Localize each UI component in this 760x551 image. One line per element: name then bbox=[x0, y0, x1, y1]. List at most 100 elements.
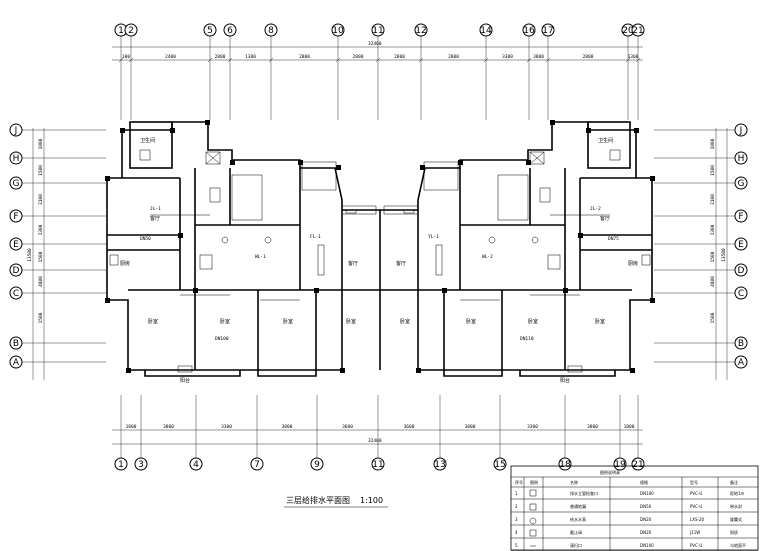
legend-cell: 旋翼式 bbox=[730, 516, 742, 522]
axis-label: 5 bbox=[207, 26, 213, 36]
axis-label: 12 bbox=[415, 26, 426, 36]
pipe-labels: JL-1 JL-2 WL-1 WL-2 FL-1 YL-1 DN50 DN75 … bbox=[140, 206, 619, 342]
room-label-balcony-1: 阳台 bbox=[180, 377, 190, 384]
side-dim-segment: 4800 bbox=[38, 276, 44, 287]
axis-marker-right-B: B bbox=[734, 336, 748, 350]
axis-marker-top-14: 14 bbox=[479, 23, 493, 37]
axis-marker-right-F: F bbox=[734, 209, 748, 223]
axis-label: 11 bbox=[372, 460, 383, 470]
axis-marker-bottom-9: 9 bbox=[310, 457, 324, 471]
column-block bbox=[336, 165, 341, 170]
legend-cell: DN20 bbox=[640, 530, 652, 535]
column-block bbox=[170, 128, 175, 133]
axis-marker-right-D: D bbox=[734, 263, 748, 277]
axis-marker-top-11: 11 bbox=[371, 23, 385, 37]
axis-marker-left-B: B bbox=[9, 336, 23, 350]
plumbing-fixtures bbox=[109, 149, 651, 373]
axis-label: 9 bbox=[314, 460, 320, 470]
top-dim-segment: 100 bbox=[122, 54, 130, 60]
axis-label: 3 bbox=[138, 460, 144, 470]
axis-label: 7 bbox=[254, 460, 260, 470]
axis-label: D bbox=[738, 266, 745, 276]
legend-cell: 4 bbox=[515, 530, 518, 535]
axis-marker-left-H: H bbox=[9, 151, 23, 165]
top-overall-dim: 32400 bbox=[368, 41, 382, 47]
axis-label: C bbox=[13, 289, 19, 299]
axis-marker-bottom-15: 15 bbox=[493, 457, 507, 471]
column-block bbox=[193, 288, 198, 293]
column-block bbox=[205, 120, 210, 125]
pipe-label: YL-1 bbox=[428, 234, 439, 240]
drawing-scale: 1:100 bbox=[360, 496, 383, 505]
top-dim-segment: 2400 bbox=[165, 54, 176, 60]
axis-label: J bbox=[14, 126, 18, 136]
top-dim-segment: 2800 bbox=[215, 54, 226, 60]
axis-label: F bbox=[738, 212, 743, 222]
room-labels: 客厅 客厅 卧室 卧室 卧室 卧室 卧室 卧室 卧室 卧室 客厅 客厅 卫生间 … bbox=[120, 137, 638, 384]
top-dim-segment: 2800 bbox=[583, 54, 594, 60]
column-block bbox=[650, 298, 655, 303]
side-dim-segment: 1800 bbox=[710, 138, 716, 149]
room-label-bath-1: 卫生间 bbox=[140, 137, 155, 144]
floor-drain-symbol-icon bbox=[529, 503, 537, 511]
top-dim-segment: 2800 bbox=[299, 54, 310, 60]
legend-header-cell: 名称 bbox=[570, 479, 578, 485]
column-block bbox=[634, 128, 639, 133]
checkport-symbol-icon bbox=[529, 489, 537, 497]
side-dim-segment: 2100 bbox=[38, 194, 44, 205]
column-block bbox=[458, 160, 463, 165]
axis-marker-right-G: G bbox=[734, 176, 748, 190]
side-dim-segment: 1300 bbox=[710, 224, 716, 235]
legend-cell: J11W bbox=[689, 530, 700, 535]
axis-label: F bbox=[13, 212, 18, 222]
column-block bbox=[650, 176, 655, 181]
legend-cell: DN100 bbox=[640, 491, 654, 496]
axis-label: H bbox=[13, 154, 20, 164]
axis-label: A bbox=[13, 358, 20, 368]
axis-label: G bbox=[738, 179, 745, 189]
axis-marker-right-E: E bbox=[734, 237, 748, 251]
drawing-title-text: 三层给排水平面图 bbox=[286, 495, 350, 505]
legend-cell: 距地1m bbox=[730, 490, 745, 496]
room-label-bed-5: 卧室 bbox=[400, 318, 410, 325]
top-dim-segment: 2800 bbox=[394, 54, 405, 60]
axis-marker-top-8: 8 bbox=[264, 23, 278, 37]
axis-label: 2 bbox=[128, 26, 134, 36]
axis-marker-right-A: A bbox=[734, 355, 748, 369]
room-label-living-mid-2: 客厅 bbox=[396, 260, 406, 267]
axis-label: 8 bbox=[268, 26, 274, 36]
axis-marker-bottom-11: 11 bbox=[371, 457, 385, 471]
pipe-label: JL-2 bbox=[590, 206, 601, 212]
pipe-label: DN75 bbox=[608, 236, 619, 242]
axis-marker-top-16: 16 bbox=[522, 23, 536, 37]
building-walls bbox=[106, 121, 653, 377]
legend-cell: DN100 bbox=[640, 543, 654, 548]
side-dim-segment: 1500 bbox=[710, 312, 716, 323]
pipe-label: WL-1 bbox=[255, 254, 266, 260]
legend-cell: PVC-U bbox=[690, 504, 702, 509]
axis-label: 20 bbox=[622, 26, 634, 36]
bottom-dim-segment: 3800 bbox=[465, 424, 476, 430]
side-overall-dim: 13500 bbox=[721, 248, 727, 262]
bottom-dim-segment: 3800 bbox=[587, 424, 598, 430]
axis-marker-left-E: E bbox=[9, 237, 23, 251]
axis-label: G bbox=[13, 179, 20, 189]
side-dim-segment: 4800 bbox=[710, 276, 716, 287]
structural-columns bbox=[105, 120, 655, 373]
room-label-living-right: 客厅 bbox=[600, 215, 610, 222]
valve-symbol-icon bbox=[529, 529, 537, 537]
bottom-dim-segment: 3600 bbox=[342, 424, 353, 430]
bottom-dim-segment: 1800 bbox=[126, 424, 137, 430]
axis-label: C bbox=[738, 289, 744, 299]
room-label-bed-3: 卧室 bbox=[283, 318, 293, 325]
room-label-bed-7: 卧室 bbox=[528, 318, 538, 325]
column-block bbox=[416, 368, 421, 373]
axis-marker-top-12: 12 bbox=[414, 23, 428, 37]
room-label-living-left: 客厅 bbox=[150, 215, 160, 222]
room-label-balcony-2: 阳台 bbox=[560, 377, 570, 384]
axis-label: E bbox=[13, 240, 19, 250]
column-block bbox=[630, 368, 635, 373]
